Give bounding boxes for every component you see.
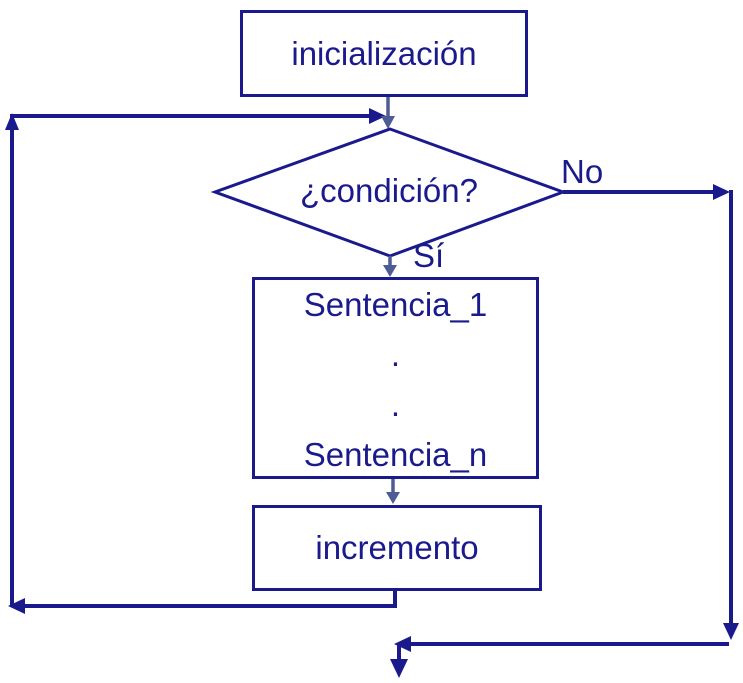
loop-back-join-arrow (10, 108, 386, 124)
statement-line-1: Sentencia_1 (303, 286, 488, 323)
edge-label-yes: Sí (413, 237, 445, 274)
node-initialization-label: inicialización (291, 34, 477, 72)
statement-ellipsis-dot: . (390, 335, 401, 373)
no-branch-arrow (563, 184, 739, 640)
edge-label-no: No (561, 153, 604, 190)
exit-arrow (390, 644, 408, 678)
node-increment: incremento (252, 505, 542, 591)
merge-left-arrow (394, 636, 729, 652)
condition-to-statements-arrow (383, 256, 397, 277)
loop-back-bottom-arrow (8, 589, 397, 614)
node-increment-label: incremento (315, 529, 479, 566)
init-to-condition-arrow (381, 97, 395, 129)
statement-ellipsis-dot: . (390, 385, 401, 423)
statement-line-n: Sentencia_n (303, 435, 488, 473)
node-statements: Sentencia_1 . . Sentencia_n (252, 277, 539, 479)
node-initialization: inicialización (240, 10, 528, 97)
node-condition-label: ¿condición? (300, 172, 478, 209)
loop-back-up-arrow (5, 113, 19, 606)
statements-to-increment-arrow (386, 479, 400, 504)
